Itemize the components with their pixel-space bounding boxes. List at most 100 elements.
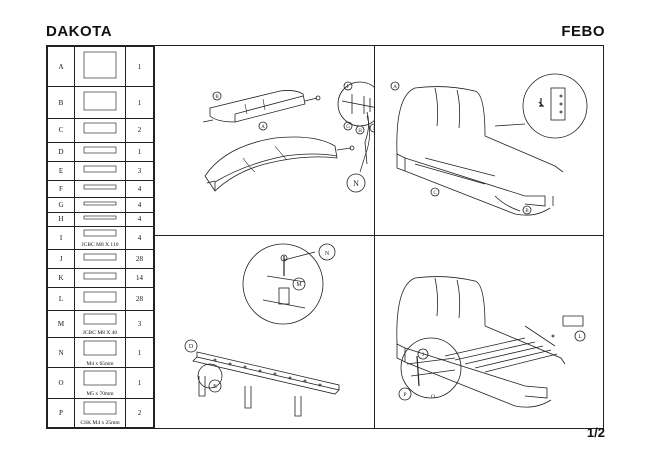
part-icon bbox=[83, 51, 117, 79]
part-icon bbox=[83, 229, 117, 237]
part-illustration bbox=[74, 267, 126, 288]
callout-n-layer: N bbox=[346, 115, 370, 193]
part-dimension: M4 x 65mm bbox=[86, 360, 114, 367]
parts-row: J 28 bbox=[47, 248, 154, 269]
callout-b-frame: B bbox=[525, 209, 529, 214]
callout-b: B bbox=[215, 95, 219, 100]
model-title: FEBO bbox=[561, 23, 605, 40]
part-illustration: CSK M4 x 25mm bbox=[74, 398, 126, 428]
callout-c: C bbox=[433, 191, 437, 196]
part-icon bbox=[83, 253, 117, 261]
part-icon bbox=[83, 201, 117, 205]
part-letter: C bbox=[47, 118, 75, 143]
callout-e: E bbox=[213, 384, 217, 390]
part-quantity: 4 bbox=[125, 179, 154, 198]
part-quantity: 28 bbox=[125, 248, 154, 269]
part-letter: E bbox=[47, 160, 75, 181]
part-quantity: 28 bbox=[125, 286, 154, 312]
part-dimension: JCBC M8 X 110 bbox=[81, 241, 119, 248]
callout-h: H bbox=[358, 129, 362, 134]
part-letter: J bbox=[47, 248, 75, 269]
callout-g: G bbox=[346, 125, 350, 130]
part-icon bbox=[83, 91, 117, 111]
part-icon bbox=[83, 401, 117, 415]
part-letter: H bbox=[47, 211, 75, 228]
callout-a-frame: A bbox=[393, 85, 397, 90]
callout-n: N bbox=[353, 179, 359, 188]
part-illustration: M5 x 70mm bbox=[74, 367, 126, 400]
page-number: 1/2 bbox=[586, 425, 605, 440]
callout-f: F bbox=[347, 85, 350, 90]
part-dimension: JCBC M8 X 40 bbox=[82, 329, 118, 336]
part-quantity: 1 bbox=[125, 367, 154, 400]
part-illustration: M4 x 65mm bbox=[74, 336, 126, 369]
part-letter: N bbox=[47, 336, 75, 369]
part-illustration: JCBC M8 X 40 bbox=[74, 310, 126, 338]
callout-n-rail: N bbox=[325, 251, 330, 257]
part-letter: A bbox=[47, 45, 75, 88]
step-slats-panel: L J O P bbox=[374, 236, 603, 428]
step-center-rail-panel: N M D E bbox=[154, 236, 374, 428]
part-letter: B bbox=[47, 86, 75, 120]
part-illustration bbox=[74, 286, 126, 312]
callout-j: J bbox=[422, 352, 425, 358]
part-letter: L bbox=[47, 286, 75, 312]
frame-drawing: A C B bbox=[390, 73, 588, 216]
part-letter: F bbox=[47, 179, 75, 198]
part-quantity: 1 bbox=[125, 86, 154, 120]
part-quantity: 14 bbox=[125, 267, 154, 288]
part-quantity: 1 bbox=[125, 45, 154, 88]
part-illustration bbox=[74, 141, 126, 162]
part-illustration bbox=[74, 45, 126, 88]
step-frame-panel: A C B bbox=[374, 46, 603, 236]
part-illustration: JCBC M8 X 110 bbox=[74, 226, 126, 250]
part-letter: D bbox=[47, 141, 75, 162]
part-quantity: 4 bbox=[125, 196, 154, 213]
parts-row: I JCBC M8 X 110 4 bbox=[47, 226, 154, 250]
part-quantity: 2 bbox=[125, 398, 154, 428]
part-letter: I bbox=[47, 226, 75, 250]
part-icon bbox=[83, 272, 117, 280]
part-letter: P bbox=[47, 398, 75, 428]
part-icon bbox=[83, 313, 117, 325]
part-illustration bbox=[74, 211, 126, 228]
part-illustration bbox=[74, 160, 126, 181]
part-dimension: M5 x 70mm bbox=[86, 391, 114, 398]
parts-row: L 28 bbox=[47, 286, 154, 312]
slats-drawing: L J O P bbox=[396, 276, 586, 408]
part-quantity: 1 bbox=[125, 141, 154, 162]
brand-title: DAKOTA bbox=[46, 23, 113, 40]
callout-m: M bbox=[296, 282, 302, 288]
part-letter: K bbox=[47, 267, 75, 288]
part-illustration bbox=[74, 118, 126, 143]
part-icon bbox=[83, 146, 117, 153]
step-headboard-panel: B A F G H I N bbox=[154, 46, 375, 236]
callout-l: L bbox=[578, 334, 582, 340]
part-illustration bbox=[74, 86, 126, 120]
callout-o: O bbox=[431, 394, 435, 400]
part-icon bbox=[83, 216, 117, 220]
part-illustration bbox=[74, 196, 126, 213]
part-icon bbox=[83, 291, 117, 303]
callout-d: D bbox=[189, 344, 194, 350]
part-quantity: 4 bbox=[125, 226, 154, 250]
part-icon bbox=[83, 184, 117, 190]
part-quantity: 3 bbox=[125, 310, 154, 338]
callout-p: P bbox=[403, 392, 406, 398]
part-illustration bbox=[74, 248, 126, 269]
part-quantity: 2 bbox=[125, 118, 154, 143]
part-letter: O bbox=[47, 367, 75, 400]
center-rail-drawing: N M D E bbox=[184, 243, 340, 417]
part-quantity: 4 bbox=[125, 211, 154, 228]
